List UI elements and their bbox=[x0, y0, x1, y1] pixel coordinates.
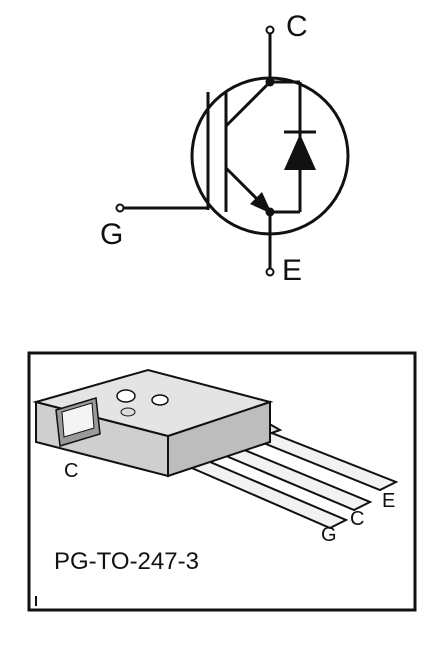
collector-junction-dot bbox=[265, 77, 275, 87]
package-name: PG-TO-247-3 bbox=[54, 548, 199, 575]
gate-terminal bbox=[115, 203, 125, 213]
pin-emitter-label: E bbox=[382, 490, 396, 512]
to247-package-illustration bbox=[32, 368, 399, 606]
emitter-terminal bbox=[265, 267, 275, 277]
collector-terminal bbox=[265, 25, 275, 35]
collector-diagonal bbox=[224, 80, 272, 128]
diode-icon bbox=[284, 134, 316, 170]
emitter-label: E bbox=[282, 254, 303, 287]
emitter-junction-dot bbox=[265, 207, 275, 217]
package-frame bbox=[27, 351, 417, 612]
gate-label: G bbox=[100, 218, 124, 251]
pin-collector-label: C bbox=[350, 508, 365, 530]
emitter-arrow-icon bbox=[250, 192, 272, 214]
collector-label: C bbox=[286, 10, 308, 43]
tab-collector-label: C bbox=[64, 460, 79, 482]
pin-gate-label: G bbox=[321, 524, 337, 546]
